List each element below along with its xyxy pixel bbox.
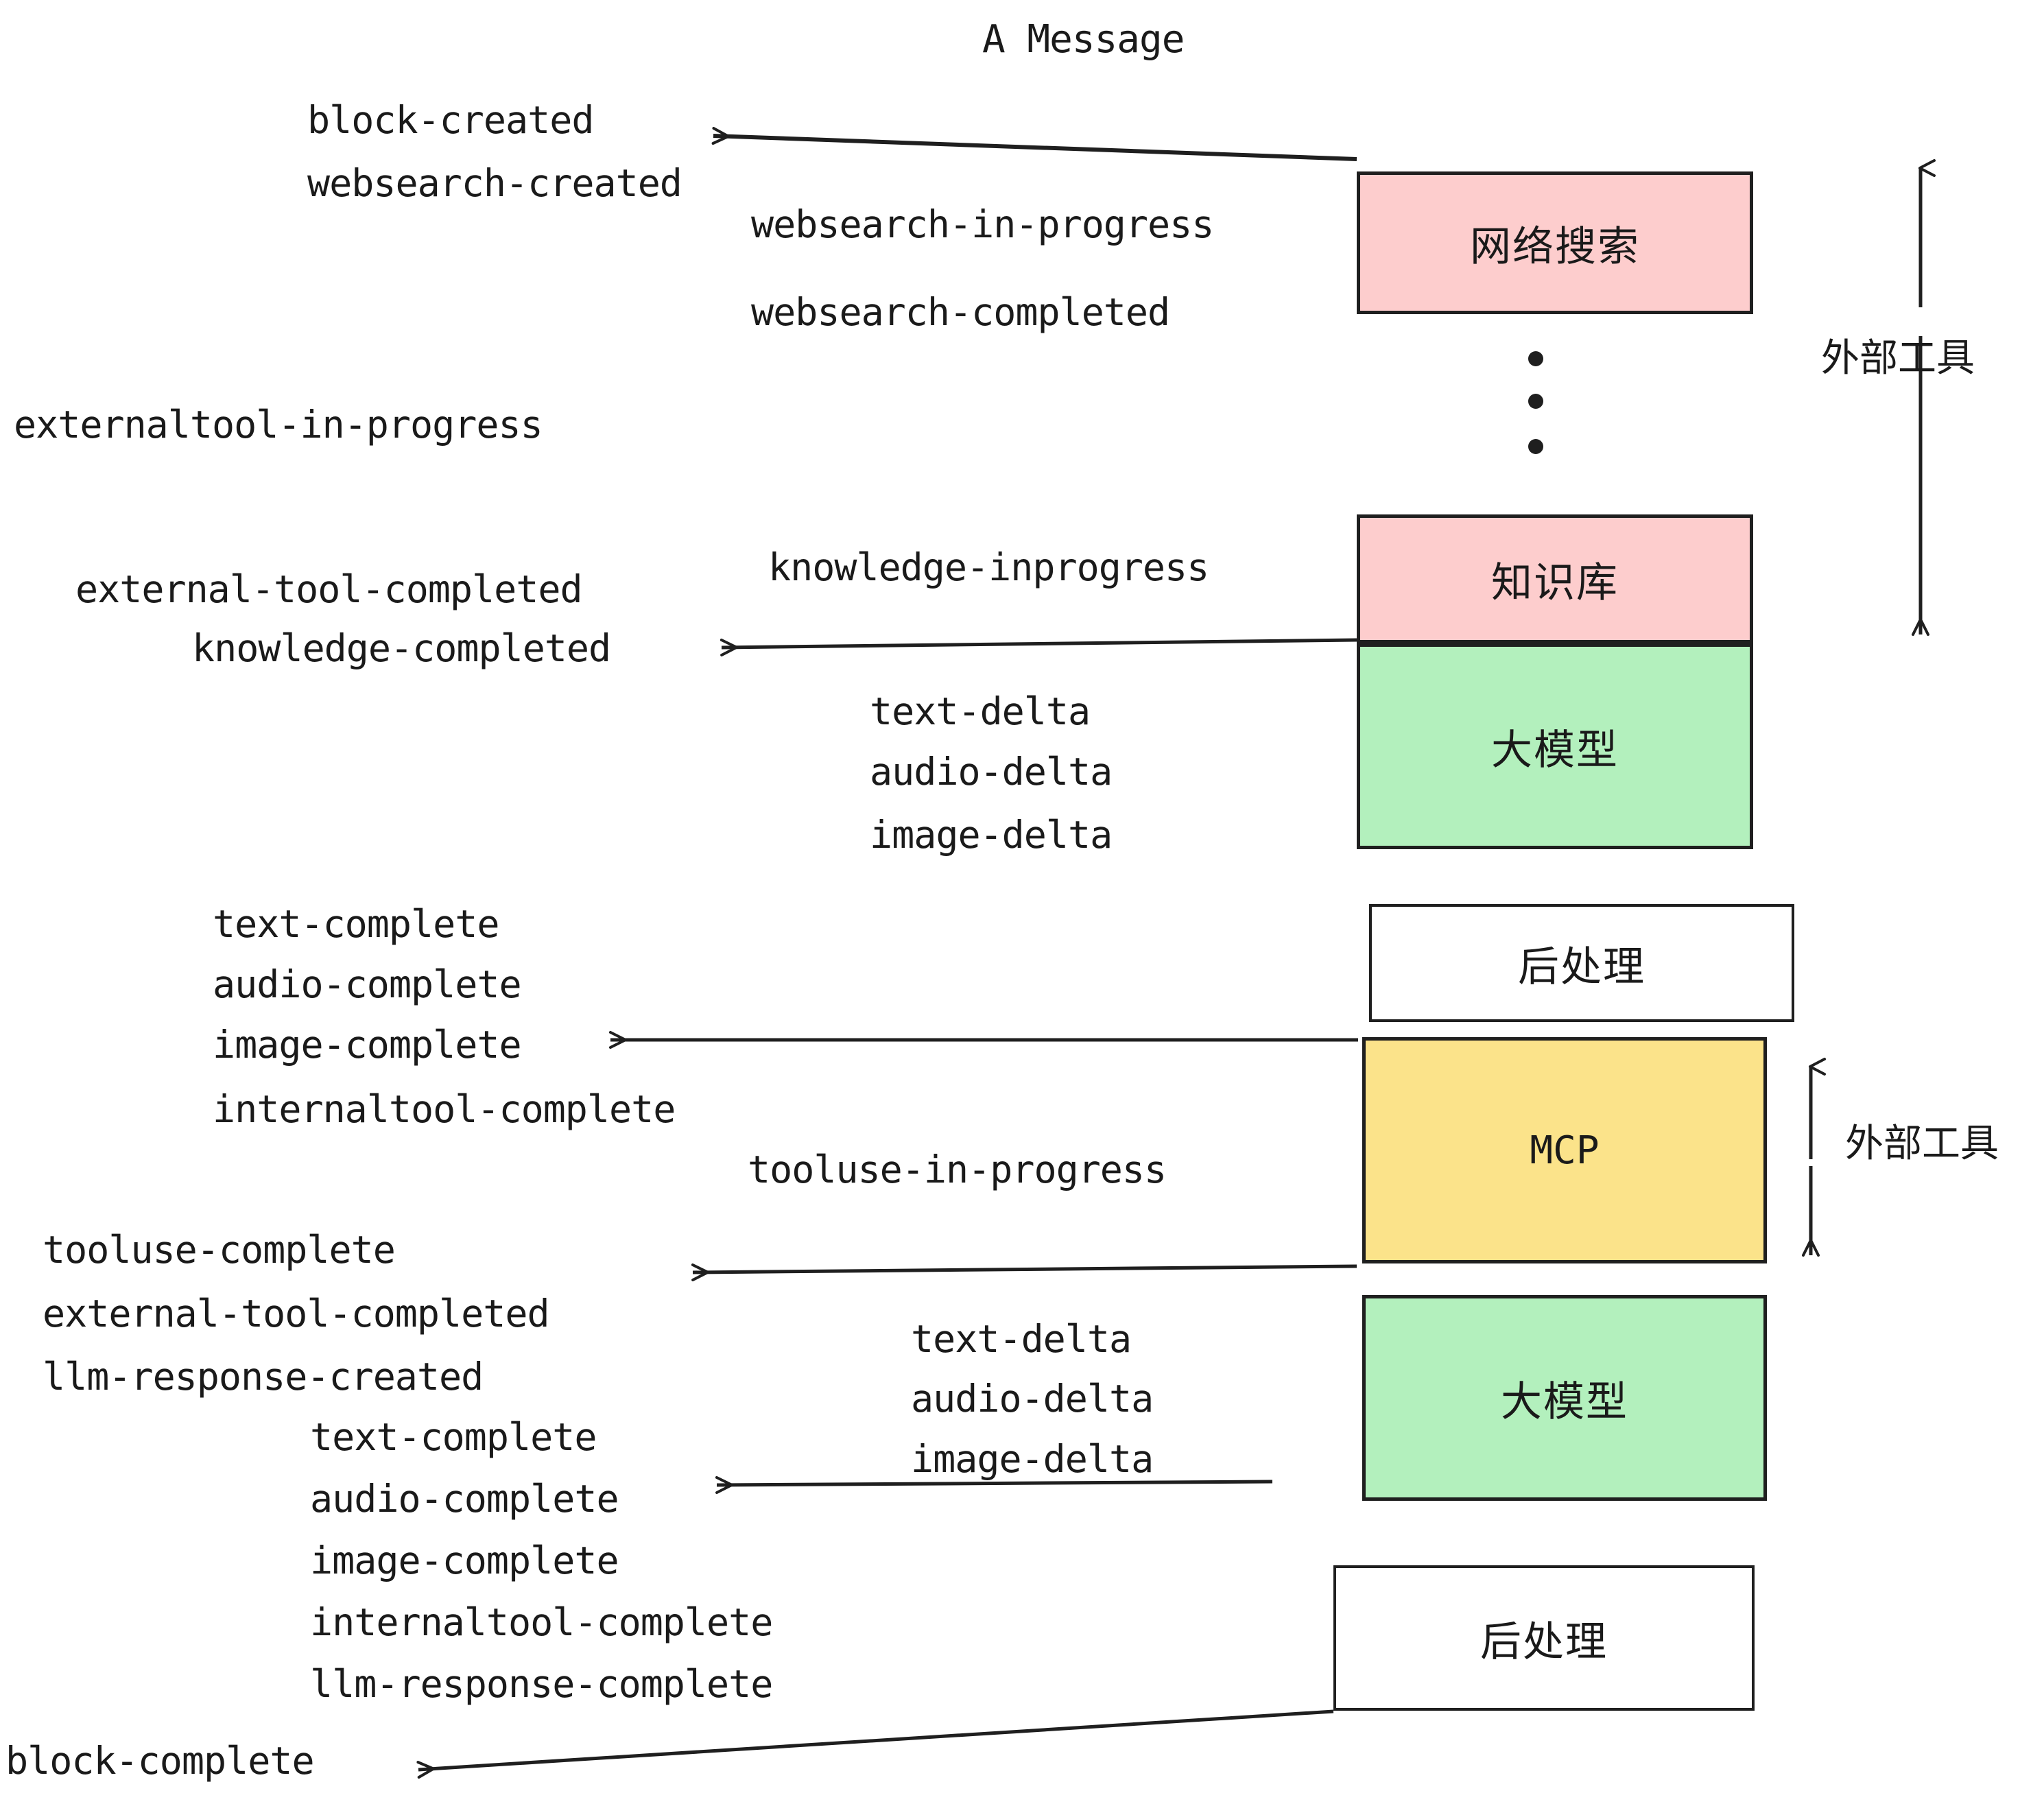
event-text-delta-2: text-delta: [911, 1317, 1132, 1361]
event-text-complete-1: text-complete: [213, 902, 499, 946]
bracket-label-external-tools-bottom: 外部工具: [1845, 1121, 1999, 1166]
ellipsis-dot-2: [1528, 394, 1543, 409]
box-mcp[interactable]: MCP: [1362, 1037, 1767, 1263]
box-llm-top[interactable]: 大模型: [1357, 643, 1753, 849]
arrow-websearch-to-block-created: [711, 127, 1357, 161]
arrow-knowledge-to-completed: [720, 638, 1357, 656]
box-postprocess-bottom-label: 后处理: [1480, 1617, 1608, 1666]
event-externaltool-in-progress: externaltool-in-progress: [14, 403, 543, 447]
box-websearch-label: 网络搜索: [1470, 222, 1640, 271]
event-websearch-in-progress: websearch-in-progress: [751, 202, 1214, 246]
event-block-created: block-created: [307, 98, 594, 142]
box-knowledgebase[interactable]: 知识库: [1357, 514, 1753, 643]
event-knowledge-completed: knowledge-completed: [192, 626, 611, 670]
bracket-label-external-tools-top: 外部工具: [1821, 336, 1975, 381]
box-postprocess-bottom[interactable]: 后处理: [1333, 1565, 1755, 1711]
event-tooluse-in-progress: tooluse-in-progress: [748, 1148, 1167, 1191]
ellipsis-dot-3: [1528, 439, 1543, 454]
event-audio-complete-1: audio-complete: [213, 962, 522, 1006]
event-image-complete-1: image-complete: [213, 1023, 522, 1067]
box-llm-bottom-label: 大模型: [1501, 1377, 1628, 1426]
event-image-delta-2: image-delta: [911, 1437, 1154, 1481]
event-external-tool-completed-2: external-tool-completed: [43, 1292, 550, 1336]
event-websearch-completed: websearch-completed: [751, 290, 1170, 334]
box-knowledgebase-label: 知识库: [1491, 558, 1619, 607]
arrow-postprocess-to-block-complete: [416, 1709, 1334, 1779]
event-external-tool-completed-1: external-tool-completed: [75, 567, 583, 611]
arrow-mcp-to-tooluse-complete: [691, 1263, 1357, 1281]
event-audio-complete-2: audio-complete: [310, 1477, 619, 1521]
page-title: A Message: [982, 17, 1185, 62]
box-llm-top-label: 大模型: [1491, 726, 1619, 774]
event-llm-response-created: llm-response-created: [43, 1355, 484, 1399]
box-postprocess-top-label: 后处理: [1518, 942, 1645, 991]
event-websearch-created: websearch-created: [307, 161, 682, 205]
event-knowledge-inprogress: knowledge-inprogress: [768, 545, 1209, 589]
box-mcp-label: MCP: [1530, 1128, 1600, 1173]
event-audio-delta-2: audio-delta: [911, 1377, 1154, 1421]
event-text-delta-1: text-delta: [870, 689, 1091, 733]
event-tooluse-complete: tooluse-complete: [43, 1228, 396, 1272]
ellipsis-dot-1: [1528, 351, 1543, 366]
event-image-delta-1: image-delta: [870, 813, 1113, 857]
event-text-complete-2: text-complete: [310, 1415, 597, 1459]
box-llm-bottom[interactable]: 大模型: [1362, 1295, 1767, 1501]
box-websearch[interactable]: 网络搜索: [1357, 171, 1753, 314]
event-internaltool-complete-2: internaltool-complete: [310, 1600, 773, 1644]
event-internaltool-complete-1: internaltool-complete: [213, 1087, 676, 1131]
event-audio-delta-1: audio-delta: [870, 750, 1113, 794]
box-postprocess-top[interactable]: 后处理: [1369, 904, 1794, 1022]
event-llm-response-complete: llm-response-complete: [310, 1662, 773, 1706]
event-image-complete-2: image-complete: [310, 1539, 619, 1582]
arrow-llm-to-audio-complete: [715, 1476, 1273, 1494]
event-block-complete: block-complete: [5, 1739, 315, 1783]
